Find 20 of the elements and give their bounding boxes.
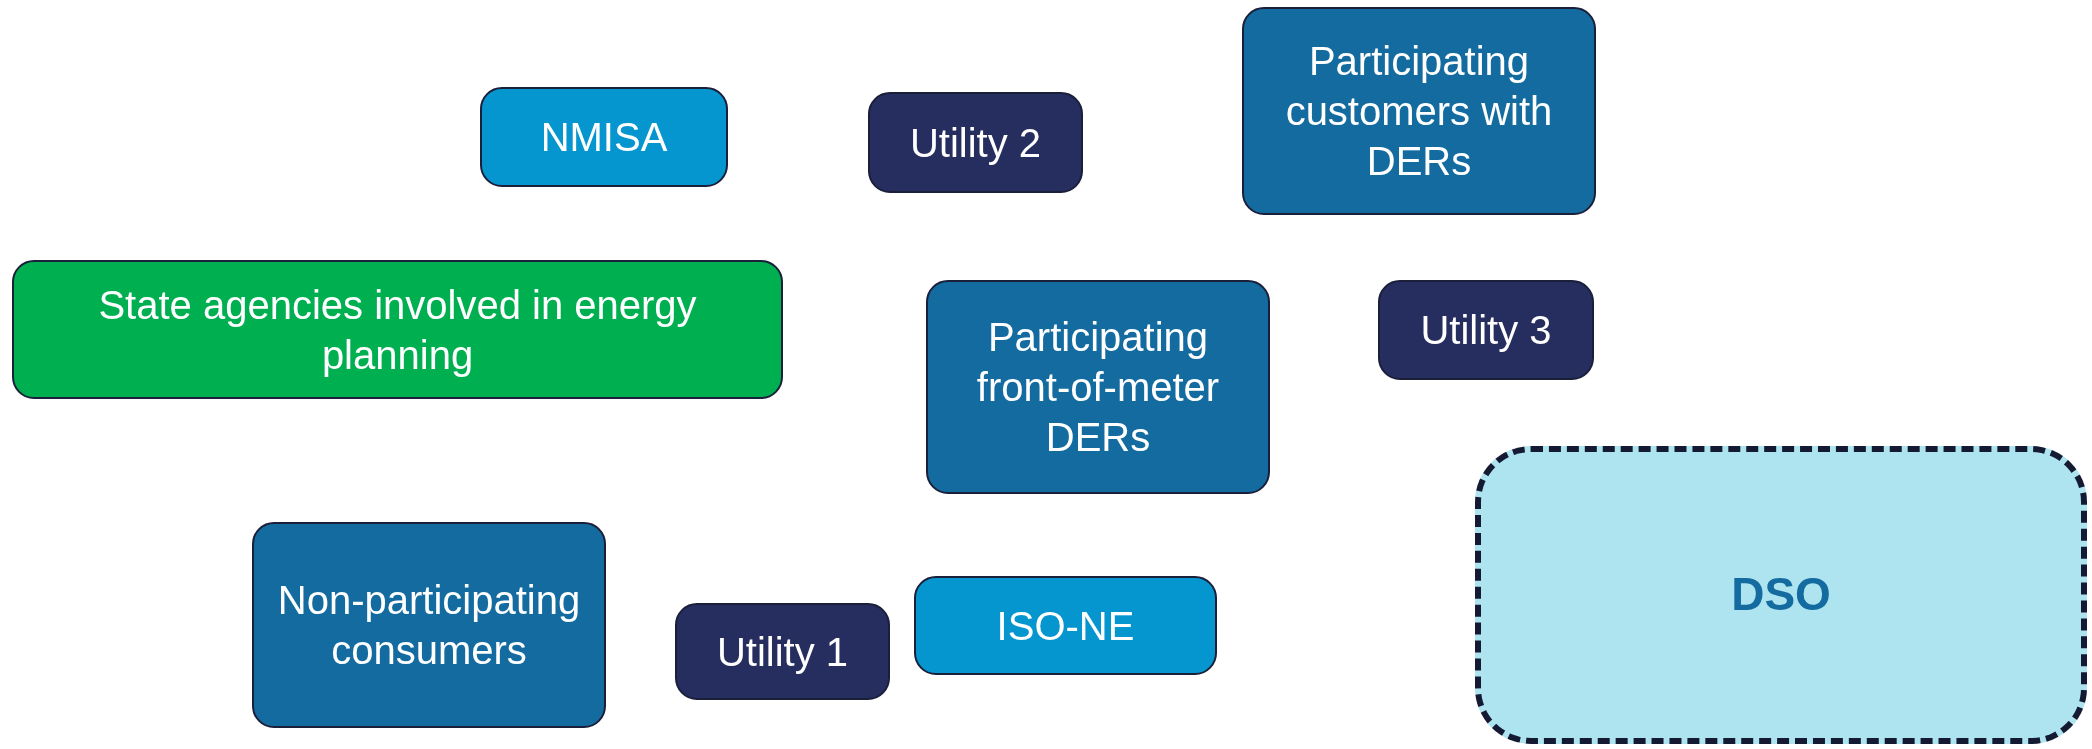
organization-box bbox=[480, 87, 728, 187]
dso-box bbox=[1475, 446, 2087, 744]
utility-box bbox=[1378, 280, 1594, 380]
node-label: Utility 2 bbox=[909, 119, 1042, 167]
agency-box bbox=[12, 260, 783, 399]
participant-box bbox=[1242, 7, 1596, 215]
node-label: Utility 1 bbox=[716, 628, 849, 676]
node-label: Participating customers with DERs bbox=[1284, 38, 1554, 185]
node-label: DSO bbox=[1731, 567, 1831, 623]
node-label: Participating front-of-meter DERs bbox=[975, 314, 1221, 461]
consumer-box bbox=[252, 522, 606, 728]
utility-box bbox=[675, 603, 890, 700]
participant-box bbox=[926, 280, 1270, 494]
node-label: Utility 3 bbox=[1420, 307, 1552, 354]
node-label: NMISA bbox=[540, 114, 668, 161]
organization-box bbox=[914, 576, 1217, 675]
node-label: ISO-NE bbox=[996, 602, 1135, 650]
utility-box bbox=[868, 92, 1083, 193]
node-label: Non-participating consumers bbox=[276, 577, 582, 674]
node-label: State agencies involved in energy planning bbox=[97, 281, 698, 379]
